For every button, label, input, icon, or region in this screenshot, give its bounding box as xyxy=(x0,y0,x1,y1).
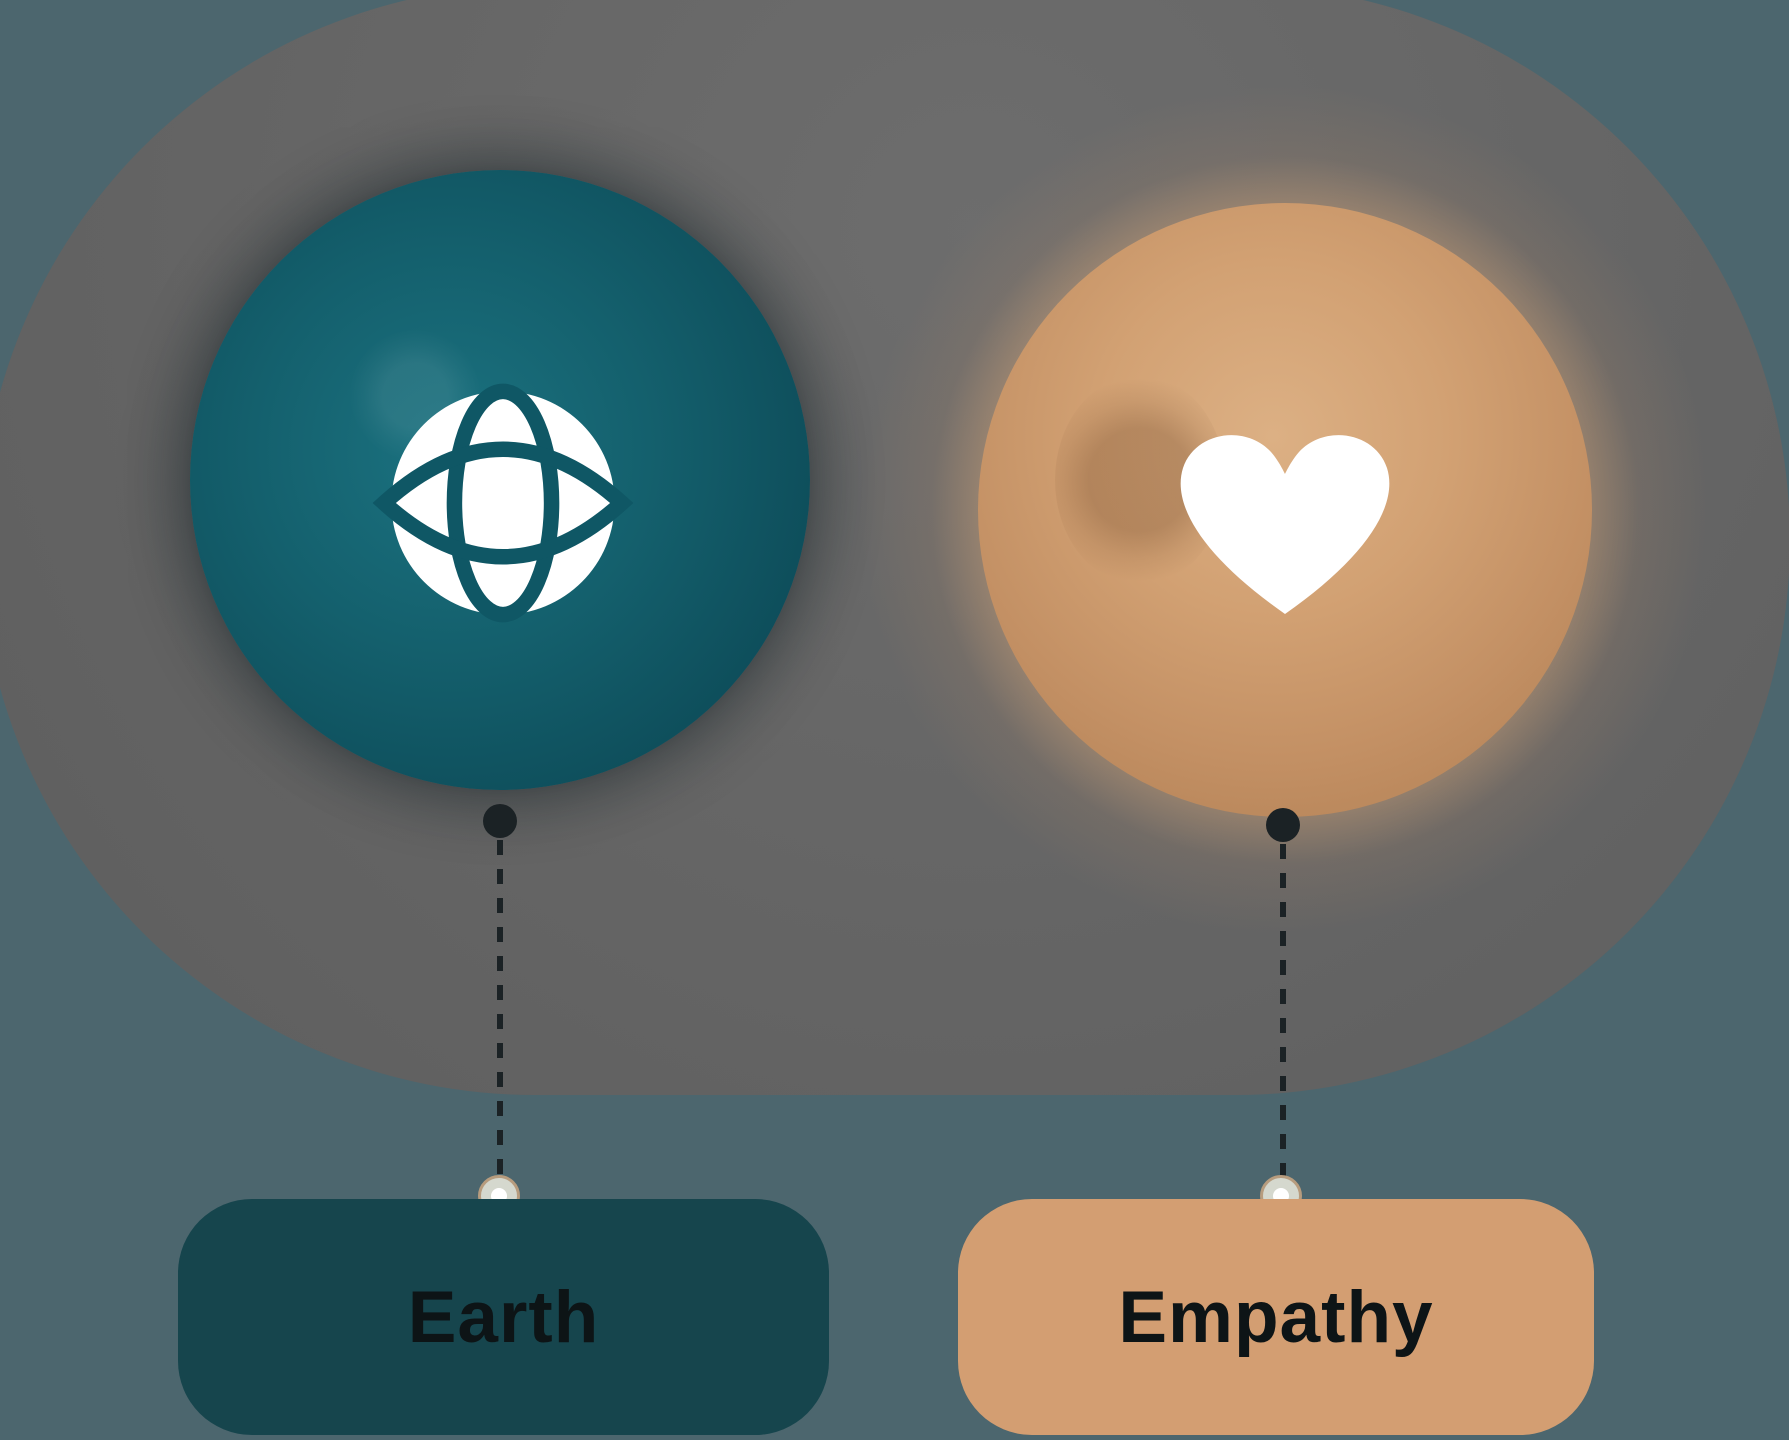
empathy-label-pill: Empathy xyxy=(958,1199,1594,1435)
empathy-sphere xyxy=(978,203,1592,817)
earth-connector-line xyxy=(497,840,503,1178)
earth-sphere xyxy=(190,170,810,790)
globe-icon xyxy=(372,383,634,623)
empathy-label: Empathy xyxy=(1118,1276,1434,1358)
empathy-connector-dot xyxy=(1266,808,1300,842)
earth-connector-dot xyxy=(483,804,517,838)
earth-label-pill: Earth xyxy=(178,1199,829,1435)
heart-icon xyxy=(1180,435,1390,614)
earth-label: Earth xyxy=(407,1276,600,1358)
empathy-connector-line xyxy=(1280,844,1286,1178)
